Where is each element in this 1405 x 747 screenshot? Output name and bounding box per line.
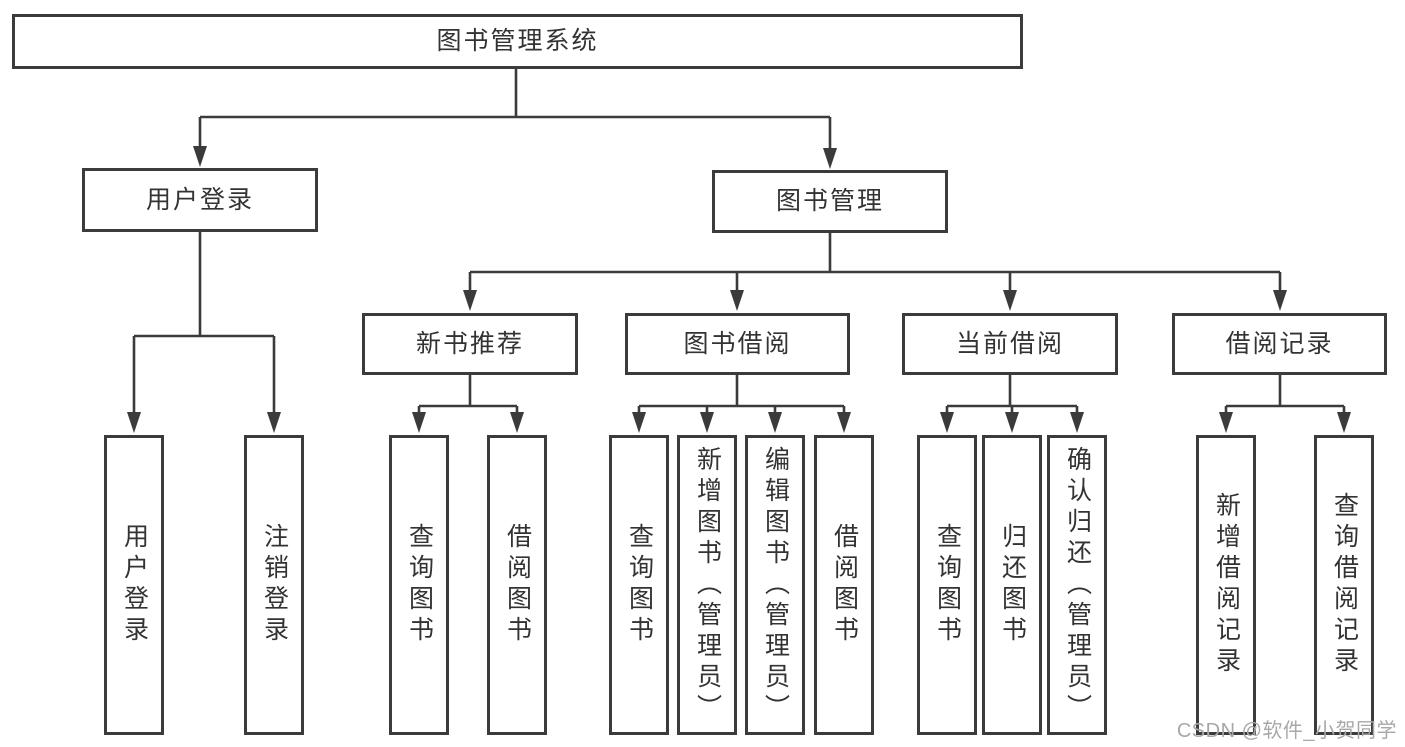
node-new-book-recommend-label: 新书推荐 [415, 329, 524, 358]
arrowhead [1003, 290, 1017, 311]
leaf-cb-query-books: 查询图书 [917, 435, 977, 735]
arrowhead [823, 148, 837, 169]
leaf-logout-label: 注销登录 [260, 523, 289, 647]
arrowhead [632, 412, 646, 433]
connector-user-login-children [127, 232, 281, 433]
leaf-cb-return-books: 归还图书 [982, 435, 1042, 735]
node-current-borrow-label: 当前借阅 [955, 329, 1064, 358]
node-book-management: 图书管理 [712, 170, 948, 233]
arrowhead [267, 412, 281, 433]
leaf-nbr-borrow-books: 借阅图书 [487, 435, 547, 735]
leaf-bb-query-books-label: 查询图书 [625, 523, 654, 647]
leaf-bb-borrow-books: 借阅图书 [814, 435, 874, 735]
leaf-user-login-label: 用户登录 [120, 523, 149, 647]
connector-root-to-branches [193, 68, 837, 169]
connector-book-borrow-children [632, 375, 851, 433]
node-book-borrow-label: 图书借阅 [683, 329, 792, 358]
csdn-watermark: CSDN @软件_小贺同学 [1176, 720, 1397, 742]
arrowhead [412, 412, 426, 433]
arrowhead [700, 412, 714, 433]
arrowhead [1337, 412, 1351, 433]
leaf-br-query-record: 查询借阅记录 [1314, 435, 1374, 735]
arrowhead [463, 290, 477, 311]
leaf-cb-confirm-return-admin: 确认归还（管理员） [1047, 435, 1107, 735]
connector-current-borrow-children [940, 375, 1084, 433]
arrowhead [1005, 412, 1019, 433]
leaf-bb-query-books: 查询图书 [609, 435, 669, 735]
arrowhead [768, 412, 782, 433]
arrowhead [510, 412, 524, 433]
leaf-br-add-record: 新增借阅记录 [1196, 435, 1256, 735]
connector-borrow-records-children [1219, 375, 1351, 433]
node-book-management-label: 图书管理 [775, 187, 884, 215]
connector-book-management-children [463, 233, 1287, 311]
leaf-br-query-record-label: 查询借阅记录 [1330, 492, 1359, 678]
leaf-nbr-query-books-label: 查询图书 [405, 523, 434, 647]
arrowhead [1219, 412, 1233, 433]
node-user-login-label: 用户登录 [145, 185, 254, 214]
leaf-bb-edit-books-admin-label: 编辑图书（管理员） [761, 445, 790, 725]
leaf-bb-add-books-admin-label: 新增图书（管理员） [693, 445, 722, 725]
node-current-borrow: 当前借阅 [902, 313, 1118, 375]
node-borrow-records-label: 借阅记录 [1225, 329, 1334, 358]
arrowhead [940, 412, 954, 433]
arrowhead [837, 412, 851, 433]
connector-new-book-children [412, 375, 524, 433]
leaf-cb-confirm-return-admin-label: 确认归还（管理员） [1063, 445, 1092, 725]
node-root: 图书管理系统 [12, 14, 1023, 69]
leaf-bb-add-books-admin: 新增图书（管理员） [677, 435, 737, 735]
arrowhead [730, 290, 744, 311]
leaf-bb-edit-books-admin: 编辑图书（管理员） [745, 435, 805, 735]
leaf-br-add-record-label: 新增借阅记录 [1212, 492, 1241, 678]
leaf-logout: 注销登录 [244, 435, 304, 735]
leaf-nbr-query-books: 查询图书 [389, 435, 449, 735]
node-new-book-recommend: 新书推荐 [362, 313, 578, 375]
leaf-bb-borrow-books-label: 借阅图书 [830, 523, 859, 647]
arrowhead [193, 146, 207, 167]
node-user-login: 用户登录 [82, 168, 318, 232]
leaf-user-login: 用户登录 [104, 435, 164, 735]
arrowhead [1070, 412, 1084, 433]
leaf-cb-query-books-label: 查询图书 [933, 523, 962, 647]
arrowhead [1273, 290, 1287, 311]
leaf-cb-return-books-label: 归还图书 [998, 523, 1027, 647]
node-book-borrow: 图书借阅 [625, 313, 850, 375]
arrowhead [127, 412, 141, 433]
leaf-nbr-borrow-books-label: 借阅图书 [503, 523, 532, 647]
node-borrow-records: 借阅记录 [1172, 313, 1387, 375]
node-root-label: 图书管理系统 [436, 27, 599, 55]
